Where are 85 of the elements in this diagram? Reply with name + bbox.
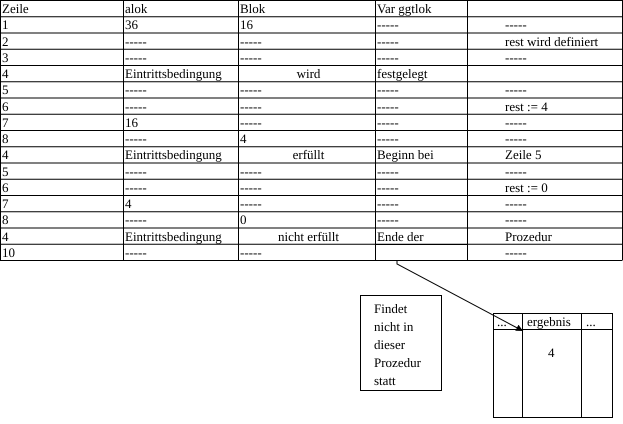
table-entry: ----- (240, 98, 262, 114)
table-entry: 0 (240, 212, 246, 228)
table-entry: ----- (240, 82, 262, 98)
table-entry: ----- (125, 244, 147, 260)
table-entry: ----- (505, 82, 527, 98)
line-number: 1 (2, 17, 8, 32)
table-entry: nicht erfüllt (278, 228, 339, 244)
table-entry: ----- (240, 196, 262, 211)
table-entry: 36 (125, 17, 138, 32)
table-entry: festgelegt (377, 66, 428, 81)
table-entry: Zeile 5 (505, 147, 542, 162)
table-entry: ----- (505, 212, 527, 228)
table-entry: 16 (125, 114, 138, 130)
table-entry: ----- (125, 82, 147, 98)
table-entry: Eintrittsbedingung (125, 147, 222, 162)
line-number: 10 (2, 244, 15, 260)
table-entry: 16 (240, 17, 253, 32)
table-entry: erfüllt (292, 147, 324, 162)
line-number: 4 (2, 228, 8, 244)
table-entry: Beginn bei (377, 147, 434, 162)
table-entry: ----- (505, 164, 527, 178)
table-entry: ----- (240, 34, 262, 48)
column-header: ... (586, 314, 596, 329)
table-entry: ----- (125, 180, 147, 195)
table-entry: wird (296, 66, 320, 81)
column-header: Blok (240, 1, 266, 16)
line-number: 3 (2, 50, 8, 65)
table-entry: rest := 0 (505, 180, 548, 195)
table-entry: ----- (125, 98, 147, 114)
table-entry: ----- (377, 212, 399, 228)
table-entry: ----- (505, 17, 527, 32)
column-header: ergebnis (527, 314, 571, 329)
table-entry: ----- (125, 164, 147, 178)
table-entry: ----- (505, 114, 527, 130)
table-entry: 4 (125, 196, 132, 211)
line-number: 6 (2, 180, 8, 195)
line-number: 2 (2, 34, 8, 48)
table-entry: ----- (377, 82, 399, 98)
result-column (522, 313, 582, 418)
table-entry: ----- (125, 50, 147, 65)
table-entry: ----- (240, 50, 262, 65)
table-entry: ----- (377, 34, 399, 48)
table-entry: ----- (377, 164, 399, 178)
table-entry: ----- (240, 164, 262, 178)
table-entry: ----- (505, 131, 527, 146)
table-entry: ----- (505, 244, 527, 260)
table-entry: Eintrittsbedingung (125, 66, 222, 81)
column-header: Zeile (2, 1, 29, 16)
line-number: 7 (2, 196, 8, 211)
line-number: 5 (2, 82, 8, 98)
table-entry: ----- (505, 50, 527, 65)
column-header: alok (125, 1, 148, 16)
table-entry: rest wird definiert (505, 34, 598, 48)
table-entry: ----- (125, 212, 147, 228)
table-entry: rest := 4 (505, 98, 548, 114)
column-header: Var ggtlok (377, 1, 432, 16)
table-entry: ----- (240, 180, 262, 195)
table-entry: Eintrittsbedingung (125, 228, 222, 244)
table-entry: ----- (377, 180, 399, 195)
line-number: 7 (2, 114, 8, 130)
table-entry: ----- (377, 50, 399, 65)
table-entry: ----- (505, 196, 527, 211)
note-box (360, 295, 442, 391)
table-entry: ----- (377, 131, 399, 146)
table-entry: 4 (240, 131, 246, 146)
table-entry: Prozedur (505, 228, 552, 244)
line-number: 8 (2, 212, 8, 228)
table-entry: ----- (377, 98, 399, 114)
table-entry: ----- (377, 17, 399, 32)
line-number: 5 (2, 164, 8, 178)
table-entry: Ende der (377, 228, 424, 244)
line-number: 4 (2, 66, 8, 81)
result-value: 4 (548, 345, 554, 360)
table-entry: ----- (125, 34, 147, 48)
table-entry: ----- (377, 196, 399, 211)
column-header: ... (497, 314, 507, 329)
table-entry: ----- (125, 131, 147, 146)
line-number: 4 (2, 147, 8, 162)
table-entry: ----- (377, 114, 399, 130)
table-entry: ----- (240, 114, 262, 130)
note-text: Findet nicht in dieser Prozedur statt (374, 300, 422, 390)
line-number: 8 (2, 131, 8, 146)
line-number: 6 (2, 98, 8, 114)
arrow (396, 260, 524, 332)
table-entry: ----- (240, 244, 262, 260)
